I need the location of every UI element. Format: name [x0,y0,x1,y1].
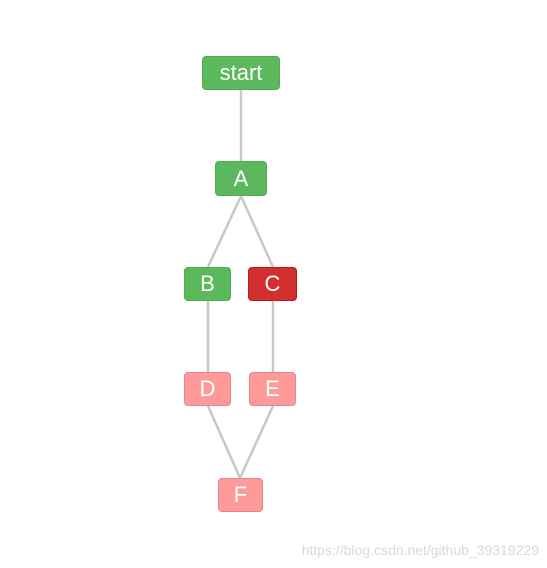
edge-d-to-f [206,405,242,479]
node-d[interactable]: D [184,372,231,406]
watermark: https://blog.csdn.net/github_39319229 [301,542,539,558]
node-c[interactable]: C [248,267,297,301]
node-f[interactable]: F [218,478,263,512]
node-b[interactable]: B [184,267,231,301]
edge-a-to-b [206,195,243,268]
node-a[interactable]: A [215,161,267,196]
node-start[interactable]: start [202,56,280,90]
edge-e-to-f [238,405,275,479]
edge-a-to-c [239,195,275,268]
node-e[interactable]: E [249,372,296,406]
